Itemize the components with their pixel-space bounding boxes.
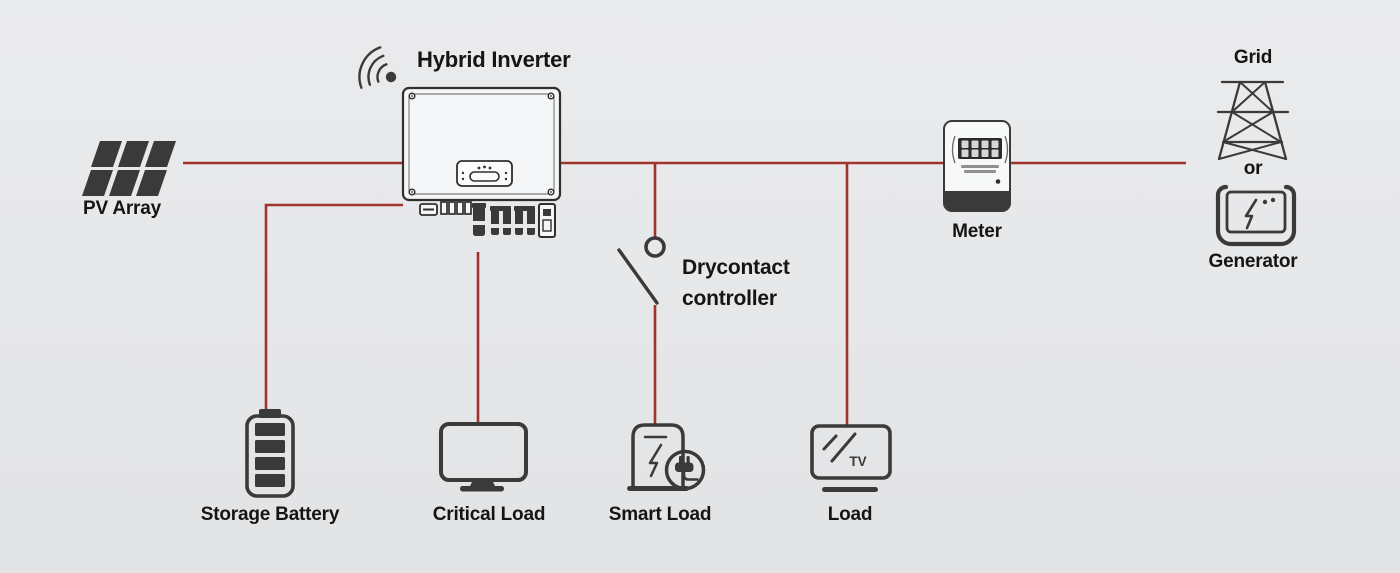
- smart-load-icon: [627, 423, 706, 491]
- generator-icon: [1215, 184, 1297, 247]
- drycontact-switch-icon: [617, 236, 666, 305]
- tv-icon: TV: [810, 424, 892, 492]
- grid-label: Grid: [1233, 47, 1273, 68]
- drycontact-label-line1: Drycontact: [682, 256, 790, 279]
- grid-tower-icon: [1216, 80, 1290, 161]
- wire-inverter-to-battery: [264, 203, 403, 414]
- monitor-icon: [439, 422, 528, 492]
- inverter-connectors: [419, 201, 556, 238]
- generator-bolt-icon: [1244, 198, 1258, 230]
- hybrid-inverter-label: Hybrid Inverter: [417, 47, 571, 72]
- drycontact-label-line2: controller: [682, 287, 777, 310]
- inverter-display: [456, 160, 513, 187]
- pv-array-label: PV Array: [83, 198, 161, 219]
- meter-icon: [943, 120, 1011, 212]
- load-label: Load: [827, 504, 873, 525]
- wires: [183, 161, 1186, 425]
- battery-icon: [245, 409, 295, 498]
- hybrid-inverter-icon: [401, 86, 562, 238]
- inverter-screws: [408, 92, 555, 196]
- generator-label: Generator: [1208, 251, 1298, 272]
- meter-label: Meter: [952, 221, 1002, 242]
- smart-load-label: Smart Load: [608, 504, 712, 525]
- wifi-icon: [358, 46, 397, 89]
- storage-battery-label: Storage Battery: [200, 504, 340, 525]
- or-label: or: [1243, 158, 1263, 179]
- smart-load-bolt-icon: [648, 443, 663, 478]
- critical-load-label: Critical Load: [432, 504, 546, 525]
- pv-array-icon: [82, 141, 176, 196]
- tv-screen-label: TV: [849, 454, 866, 469]
- meter-display-digits: [961, 140, 999, 157]
- plug-icon: [675, 456, 699, 481]
